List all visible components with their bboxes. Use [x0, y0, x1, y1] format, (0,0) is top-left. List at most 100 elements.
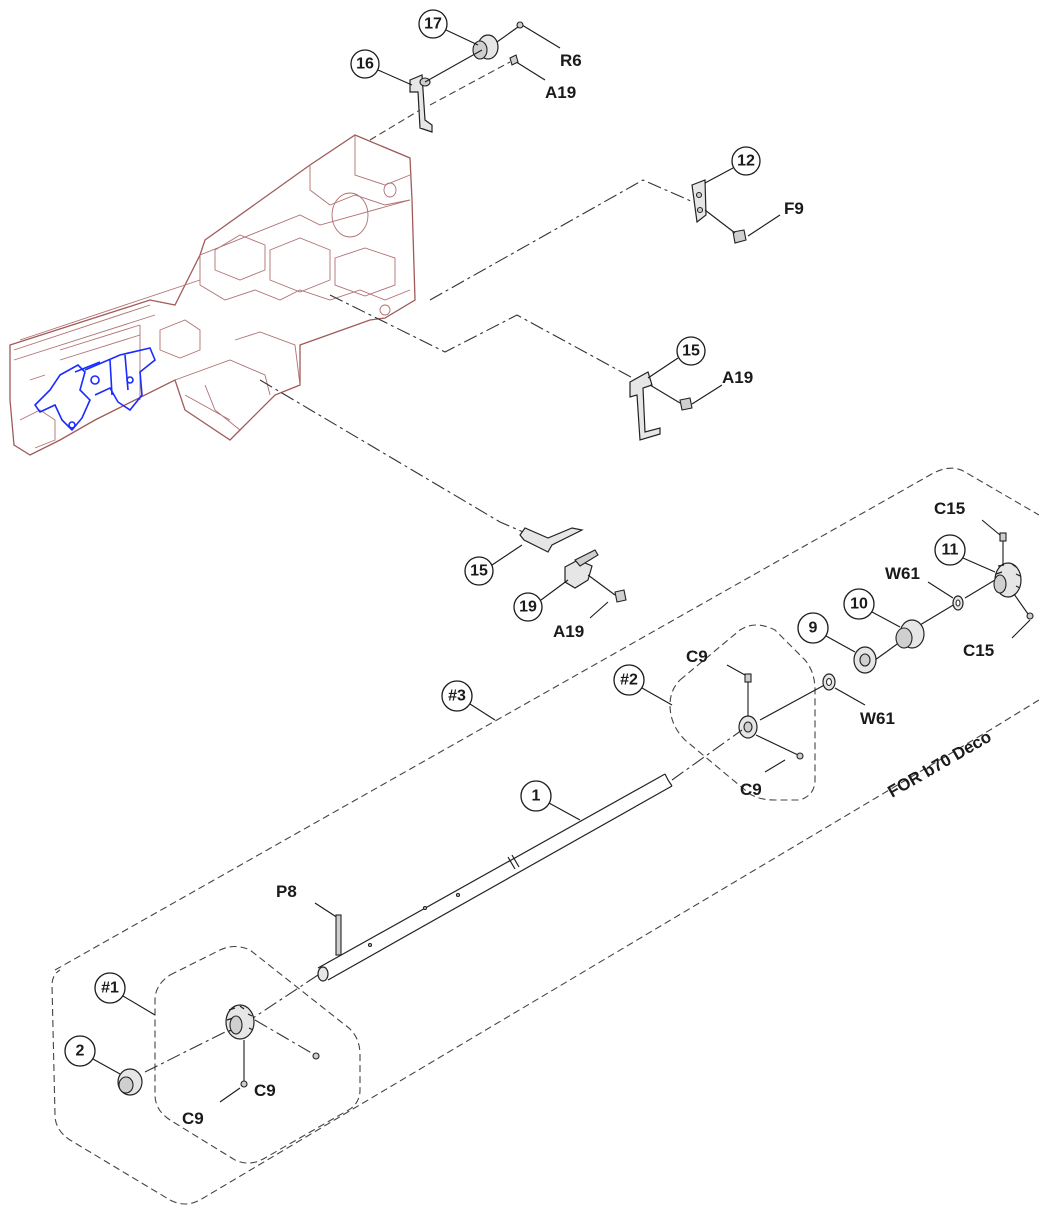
label-c9-g1-right: C9: [254, 1081, 276, 1100]
axis-shaft-left: [249, 974, 319, 1021]
highlighted-lever-assembly: [33, 347, 156, 432]
svg-text:15: 15: [470, 563, 488, 580]
leader-w61-mid: [834, 687, 866, 706]
part-12-bracket: [691, 179, 707, 224]
label-variant-note: FOR b70 Deco: [885, 727, 995, 802]
label-c15-right: C15: [963, 641, 994, 660]
part-17-roller: [472, 34, 499, 60]
dashed-axis-top: [369, 61, 511, 141]
part-2-roller: [117, 1068, 143, 1096]
axis-shaft-right: [671, 729, 743, 781]
svg-text:#2: #2: [620, 672, 638, 689]
axis-a19-low: [587, 574, 616, 596]
axis-part-2: [144, 1031, 226, 1073]
callout-19: 19: [513, 579, 569, 622]
screw-c9-g1-bottom: [240, 1080, 248, 1088]
group-2-boundary: [669, 624, 816, 801]
part-16-bracket: [409, 74, 433, 133]
setscrew-c9-g2-bottom: [755, 734, 799, 756]
callout-2: 2: [64, 1035, 121, 1075]
label-w61-top: W61: [885, 564, 920, 583]
label-a19-low: A19: [553, 622, 584, 641]
label-a19-top: A19: [545, 83, 576, 102]
part-1-shaft: [317, 773, 673, 982]
callout-1: 1: [520, 780, 581, 821]
callout-15-mid: 15: [647, 336, 706, 379]
part-11-gear: [993, 562, 1022, 598]
leader-a19-low: [589, 601, 609, 619]
callout-15-low: 15: [464, 544, 523, 586]
axis-a19-mid: [649, 384, 681, 404]
svg-text:2: 2: [76, 1043, 85, 1060]
callout-12: 12: [704, 146, 761, 184]
svg-text:#3: #3: [448, 688, 466, 705]
part-19-block: [564, 549, 599, 589]
part-15-bracket-mid: [629, 371, 661, 441]
callout-16: 16: [350, 49, 413, 86]
svg-text:12: 12: [737, 153, 755, 170]
label-f9: F9: [784, 199, 804, 218]
part-9-bearing: [853, 646, 877, 674]
part-r6-ring: [516, 21, 524, 29]
label-c9-g2-top: C9: [686, 647, 708, 666]
leader-c9-g1-left: [219, 1087, 241, 1103]
dashed-axis-12: [429, 179, 701, 301]
axis-f9: [704, 209, 736, 234]
svg-text:15: 15: [682, 343, 700, 360]
svg-text:11: 11: [942, 542, 959, 559]
callout-11: 11: [934, 534, 996, 573]
screw-c9-g2-top: [744, 673, 752, 683]
leader-a19-top: [512, 59, 546, 81]
callout-10: 10: [843, 588, 901, 628]
svg-text:19: 19: [519, 599, 537, 616]
svg-text:1: 1: [532, 788, 541, 805]
axis-right-cluster: [759, 579, 996, 721]
axis-top: [424, 26, 519, 83]
callout-17: 17: [418, 9, 479, 46]
part-15-bracket-low: [519, 527, 584, 553]
label-a19-mid: A19: [722, 368, 753, 387]
screw-f9: [732, 229, 747, 244]
svg-text:9: 9: [809, 620, 818, 637]
dashed-axis-15-low: [259, 379, 531, 536]
screw-c9-g1-right: [312, 1052, 320, 1060]
part-10-roller: [895, 619, 925, 649]
part-p8-pin: [335, 914, 342, 956]
dashed-axis-15-mid: [329, 294, 641, 383]
setscrew-c15-right: [1013, 593, 1029, 615]
leader-c9-g2-bottom: [764, 759, 786, 773]
label-p8: P8: [276, 882, 297, 901]
screw-c15-right: [1026, 612, 1034, 620]
callout-group-3: #3: [441, 680, 496, 721]
leader-f9: [747, 214, 781, 237]
label-c9-g1-left: C9: [182, 1109, 204, 1128]
screw-a19-mid: [679, 397, 693, 411]
part-gear-g1: [225, 1004, 255, 1040]
callout-9: 9: [797, 612, 856, 653]
svg-text:#1: #1: [101, 980, 119, 997]
label-c15-top: C15: [934, 499, 965, 518]
leader-c15-right: [1011, 619, 1031, 639]
axis-g1-right: [254, 1019, 316, 1056]
label-r6: R6: [560, 51, 582, 70]
svg-text:17: 17: [424, 16, 442, 33]
label-c9-g2-bottom: C9: [740, 780, 762, 799]
leader-c15-top: [981, 519, 1001, 536]
leader-p8: [314, 902, 339, 919]
screw-c15-top: [999, 532, 1007, 542]
main-frame: [9, 134, 416, 456]
leader-w61-top: [927, 581, 954, 599]
callout-group-2: #2: [613, 664, 673, 706]
part-w61-washer-mid: [822, 673, 836, 691]
part-collar-g2: [738, 715, 758, 739]
leader-r6: [521, 24, 561, 49]
screw-c9-g2-bottom: [796, 752, 804, 760]
svg-text:10: 10: [850, 596, 868, 613]
group-3-boundary: [51, 467, 1039, 1205]
svg-text:16: 16: [356, 56, 374, 73]
leader-a19-mid: [691, 384, 723, 405]
label-w61-mid: W61: [860, 709, 895, 728]
callout-group-1: #1: [94, 972, 156, 1016]
leader-c9-g2-top: [726, 664, 746, 676]
